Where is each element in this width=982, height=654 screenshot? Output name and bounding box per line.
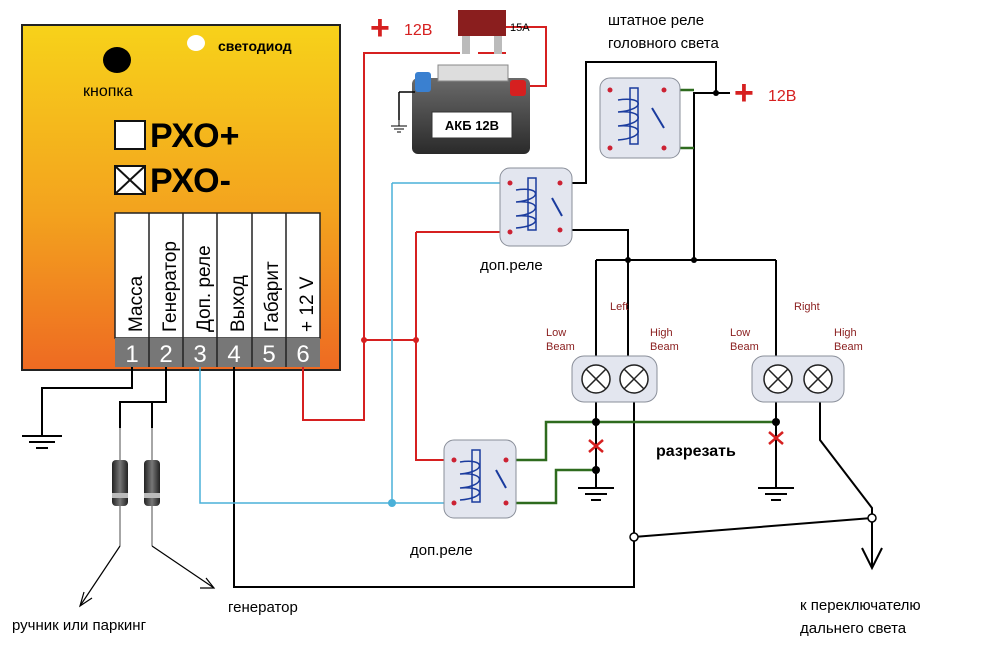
terminal-1-number: 1 [125, 341, 138, 368]
terminal-5-number: 5 [262, 341, 275, 368]
ground-icon [391, 120, 407, 133]
terminal-4-number: 4 [227, 341, 240, 368]
terminal-3-label: Доп. реле [194, 245, 215, 332]
aux-relay-top [499, 167, 573, 247]
high-beam-switch-label-2: дальнего света [800, 620, 907, 637]
terminal-6-label: + 12 V [297, 276, 318, 332]
left-high-label-1: High [650, 327, 673, 339]
terminal-2-number: 2 [159, 341, 172, 368]
arrow-icon [151, 545, 216, 589]
battery: АКБ 12В [398, 64, 530, 154]
ground-icon [758, 487, 794, 501]
checkbox-rxo-minus[interactable] [114, 165, 146, 195]
right-high-label-2: Beam [834, 341, 863, 353]
cut-icon [768, 431, 784, 445]
plus-top-label: 12В [404, 22, 432, 39]
left-high-label-2: Beam [650, 341, 679, 353]
right-high-label-1: High [834, 327, 857, 339]
diode-icon [112, 460, 128, 506]
plus-top-icon: + [370, 9, 390, 47]
terminal-5-label: Габарит [262, 261, 283, 332]
lamp-right [751, 355, 845, 403]
button-icon [103, 47, 131, 73]
relay-switch-icon [651, 107, 665, 129]
aux-relay-top-label: доп.реле [480, 257, 543, 274]
aux-relay-bottom [443, 439, 517, 519]
battery-label: АКБ 12В [445, 118, 499, 133]
led-icon [187, 35, 205, 51]
handbrake-label: ручник или паркинг [12, 617, 147, 634]
terminal-2-label: Генератор [160, 241, 181, 332]
stock-relay-label-1: штатное реле [608, 12, 704, 29]
mode-plus-label: РХО+ [150, 117, 239, 155]
junction-dots [361, 90, 877, 542]
lamp-left [571, 355, 658, 403]
ground-icon [22, 435, 62, 449]
mode-minus-label: РХО- [150, 162, 231, 200]
fuse: 15А [458, 10, 530, 54]
fuse-label: 15А [510, 22, 530, 34]
stock-relay-label-2: головного света [608, 35, 720, 52]
plus-right-label: 12В [768, 88, 796, 105]
lamp-left-label: Left [610, 301, 628, 313]
generator-label: генератор [228, 599, 298, 616]
led-label: светодиод [218, 38, 292, 54]
terminal-3-number: 3 [193, 341, 206, 368]
green-wires [516, 88, 776, 505]
high-beam-switch-label-1: к переключателю [800, 597, 921, 614]
diode-icon [144, 460, 160, 506]
aux-relay-bottom-label: доп.реле [410, 542, 473, 559]
ground-icon [578, 487, 614, 501]
control-module: кнопка светодиод РХО+ РХО- Масса Генерат… [21, 24, 341, 371]
negative-terminal-icon [415, 72, 431, 92]
checkbox-rxo-plus[interactable] [114, 120, 146, 150]
diodes [112, 428, 160, 546]
cut-marks [588, 431, 784, 453]
left-low-label-2: Beam [546, 341, 575, 353]
right-low-label-2: Beam [730, 341, 759, 353]
positive-terminal-icon [510, 80, 526, 96]
cut-icon [588, 439, 604, 453]
relay-switch-icon [495, 469, 507, 489]
plus-right-icon: + [734, 74, 754, 112]
lamp-right-label: Right [794, 301, 820, 313]
stock-relay [599, 77, 681, 159]
button-label: кнопка [83, 83, 133, 100]
arrows [78, 545, 883, 608]
cut-label: разрезать [656, 443, 736, 460]
right-low-label-1: Low [730, 327, 750, 339]
terminal-4-label: Выход [228, 275, 249, 332]
arrow-icon [861, 547, 883, 571]
relay-switch-icon [551, 197, 563, 217]
terminal-1-label: Масса [126, 275, 147, 332]
arrow-icon [78, 545, 121, 608]
terminal-6-number: 6 [296, 341, 309, 368]
ground-symbols [22, 120, 794, 501]
left-low-label-1: Low [546, 327, 566, 339]
